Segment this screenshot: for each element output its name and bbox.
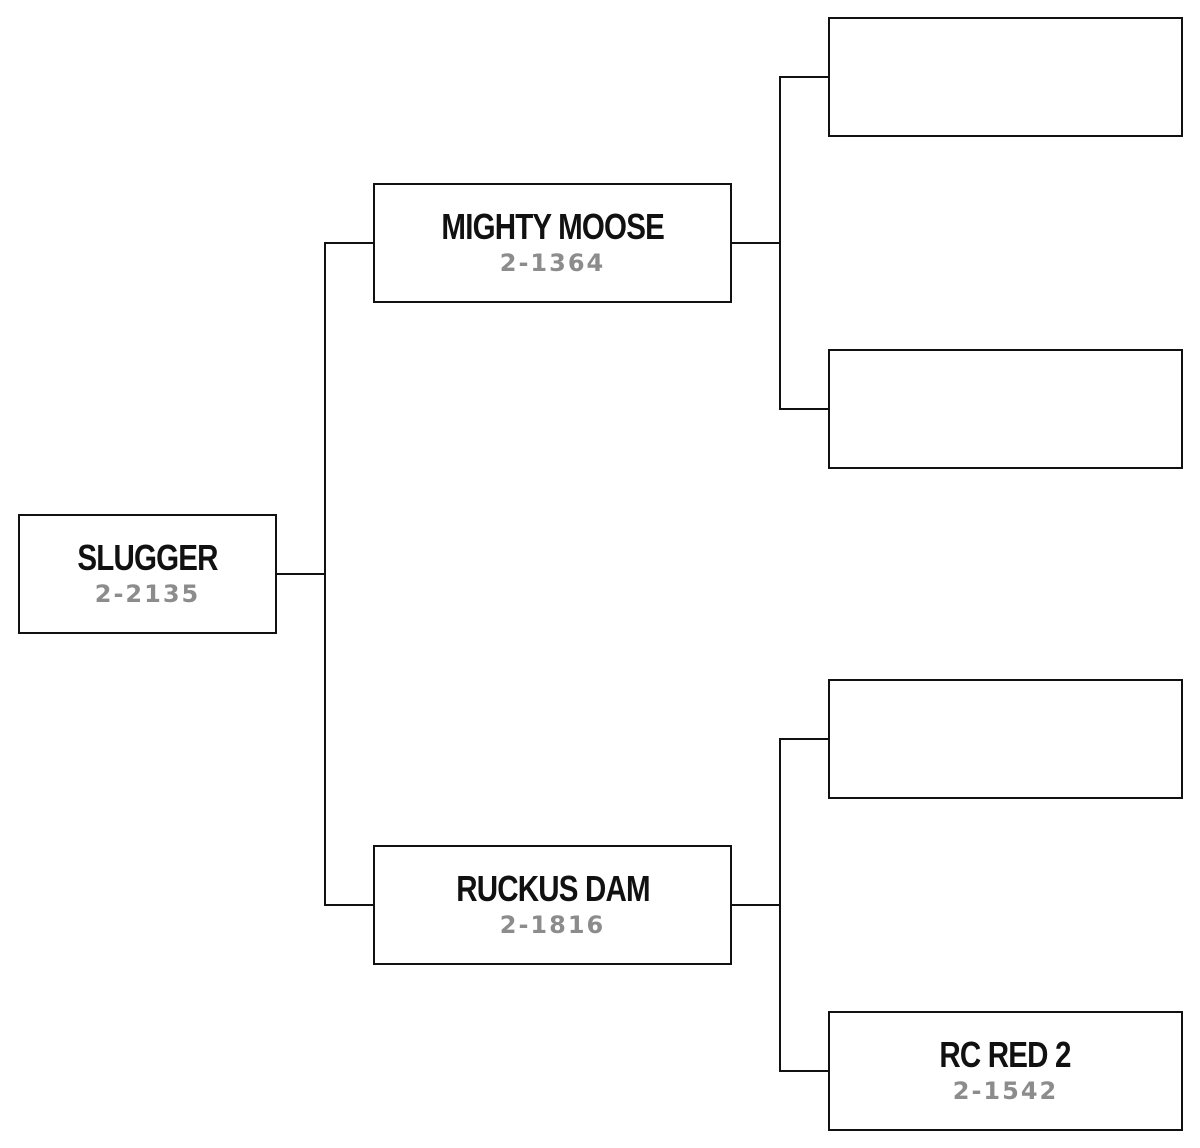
pedigree-box-grandparent-2 [828,349,1183,469]
pedigree-box-grandparent-3 [828,679,1183,799]
animal-name: RUCKUS DAM [455,868,650,909]
connector-grandparents-2-vertical [779,738,781,1072]
pedigree-box-grandparent-1 [828,17,1183,137]
connector-parents-vertical [324,242,326,906]
animal-name: SLUGGER [77,537,218,578]
pedigree-box-parent-1: MIGHTY MOOSE 2-1364 [373,183,732,303]
connector-to-grandparent-3 [779,738,829,740]
connector-to-grandparent-2 [779,408,829,410]
pedigree-box-root: SLUGGER 2-2135 [18,514,277,634]
animal-name: MIGHTY MOOSE [441,206,664,247]
connector-to-grandparent-1 [779,76,829,78]
registration-number: 2-1542 [952,1077,1059,1105]
connector-grandparents-1-vertical [779,76,781,410]
registration-number: 2-1364 [499,249,606,277]
connector-root-to-parents [277,573,325,575]
registration-number: 2-1816 [499,911,606,939]
connector-to-parent-2 [324,904,374,906]
pedigree-box-parent-2: RUCKUS DAM 2-1816 [373,845,732,965]
animal-name: RC RED 2 [939,1034,1072,1075]
pedigree-box-grandparent-4: RC RED 2 2-1542 [828,1011,1183,1131]
registration-number: 2-2135 [94,580,201,608]
connector-to-parent-1 [324,242,374,244]
connector-parent-2-out [732,904,780,906]
connector-to-grandparent-4 [779,1070,829,1072]
connector-parent-1-out [732,242,780,244]
